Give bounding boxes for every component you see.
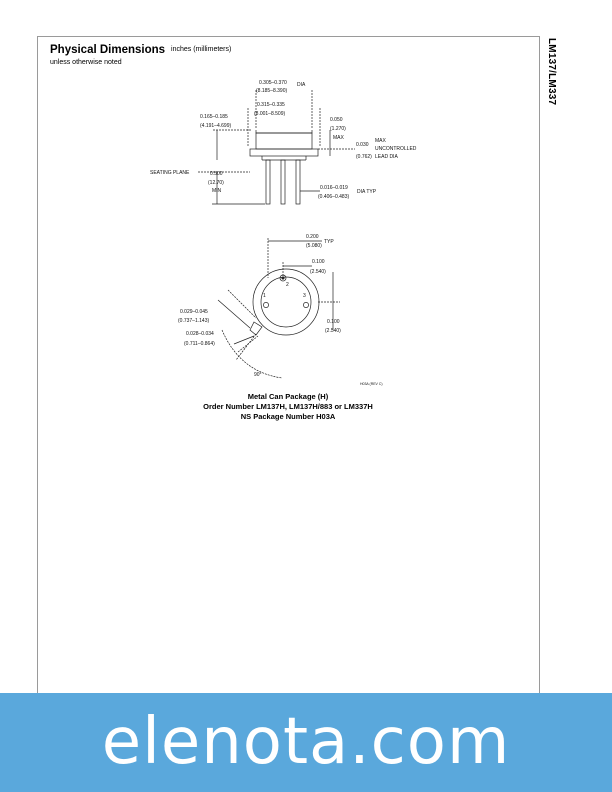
bottom-view: [217, 238, 340, 379]
dim-l-label: 0.100: [327, 319, 340, 325]
dim-h-suffix: TYP: [324, 239, 334, 245]
caption-order-number: Order Number LM137H, LM137H/883 or LM337…: [203, 402, 373, 411]
dim-a-label: 0.305–0.370: [259, 80, 287, 86]
watermark-banner: elenota.com: [0, 693, 612, 792]
pin-3-label: 3: [303, 293, 306, 299]
dim-k-mm: (0.711–0.864): [184, 341, 215, 347]
dim-i-mm: (2.540): [310, 269, 326, 275]
dim-d-label: 0.050: [330, 117, 343, 123]
lead-2: [280, 159, 286, 205]
caption-package-name: Metal Can Package (H): [247, 392, 329, 401]
pin-3-pad: [303, 302, 309, 308]
bottom-view-text: 0.200 (5.080) TYP 0.100 (2.540) 0.029–0.…: [178, 234, 383, 386]
orientation-tab: [249, 321, 263, 336]
lead-1: [265, 159, 271, 205]
dim-h-label: 0.200: [306, 234, 319, 240]
dim-f-label: 0.500: [210, 171, 223, 177]
pin-1-label: 1: [263, 293, 266, 299]
dim-g-label: 0.016–0.019: [320, 185, 348, 191]
dim-f-suffix: MIN: [212, 188, 222, 194]
section-title-text: Physical Dimensions: [50, 44, 166, 56]
dim-d-suffix: MAX: [333, 135, 345, 141]
dim-c-mm: (4.191–4.699): [200, 123, 231, 129]
dim-g-suffix: DIA TYP: [357, 189, 377, 195]
pin-1-pad: [263, 302, 269, 308]
side-view-text: 0.305–0.370 DIA (8.185–8.390) 0.315–0.33…: [150, 80, 417, 200]
dim-e-note-1: MAX: [375, 138, 387, 144]
side-view: [198, 90, 355, 205]
dim-line-j-ext: [227, 289, 257, 319]
lead-3: [295, 159, 301, 205]
section-title: Physical Dimensions inches (millimeters): [50, 44, 231, 56]
dim-line-k-leader: [233, 335, 255, 345]
dim-l-mm: (2.540): [325, 328, 341, 334]
dim-k-label: 0.028–0.034: [186, 331, 214, 337]
dim-c-label: 0.165–0.185: [200, 114, 228, 120]
drawing-ref-code: H03A (REV C): [360, 382, 383, 386]
dim-e-note-3: LEAD DIA: [375, 154, 398, 160]
dim-e-mm: (0.762): [356, 154, 372, 160]
dim-g-mm: (0.406–0.483): [318, 194, 349, 200]
angle-ray: [235, 333, 257, 361]
pin-2-label: 2: [286, 282, 289, 288]
dim-j-label: 0.029–0.045: [180, 309, 208, 315]
seating-plane-label: SEATING PLANE: [150, 170, 190, 176]
section-note: unless otherwise noted: [50, 59, 122, 66]
angle-label: 90°: [254, 372, 262, 378]
dim-e-label: 0.030: [356, 142, 369, 148]
dim-b-mm: (8.001–8.509): [254, 111, 285, 117]
dim-e-note-2: UNCONTROLLED: [375, 146, 417, 152]
dim-f-mm: (12.70): [208, 180, 224, 186]
dim-b-label: 0.315–0.335: [257, 102, 285, 108]
package-cap: [255, 132, 313, 150]
dim-d-mm: (1.270): [330, 126, 346, 132]
dim-a-mm: (8.185–8.390): [256, 88, 287, 94]
package-caption: Metal Can Package (H) Order Number LM137…: [150, 392, 426, 422]
section-units: inches (millimeters): [171, 46, 232, 53]
dim-line-j-leader: [217, 299, 251, 329]
angle-arc: [221, 329, 283, 379]
dim-j-mm: (0.737–1.143): [178, 318, 209, 324]
side-part-label: LM137/LM337: [546, 38, 557, 106]
dim-a-suffix: DIA: [297, 82, 306, 88]
package-cap-outline: [255, 130, 313, 134]
watermark-text: elenota.com: [101, 705, 511, 779]
package-flange: [249, 148, 319, 157]
caption-ns-package: NS Package Number H03A: [240, 412, 336, 421]
dim-h-mm: (5.080): [306, 243, 322, 249]
dim-i-label: 0.100: [312, 259, 325, 265]
